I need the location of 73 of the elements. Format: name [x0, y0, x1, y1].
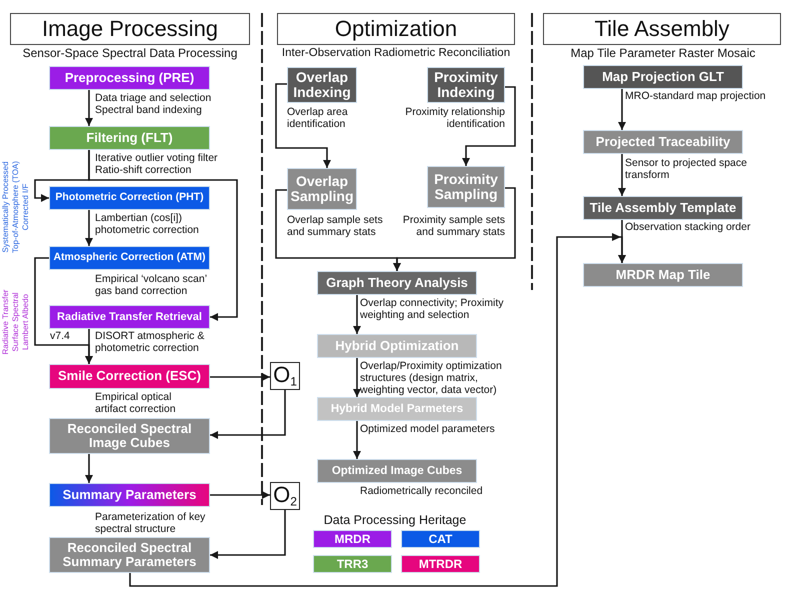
process-box: Proximity Sampling	[427, 166, 505, 208]
column-header: Image Processing	[10, 13, 250, 45]
arrow	[210, 373, 270, 381]
process-box: Reconciled Spectral Image Cubes	[49, 418, 210, 454]
process-box: Radiative Transfer Retrieval	[49, 305, 210, 329]
arrow	[393, 187, 516, 271]
process-box: MRDR Map Tile	[583, 263, 743, 287]
process-box: Filtering (FLT)	[49, 126, 210, 150]
arrow	[210, 491, 270, 499]
process-box: Overlap Sampling	[287, 168, 357, 210]
edge-label: Optimized model parameters	[360, 424, 496, 436]
arrow	[353, 421, 361, 459]
side-label: Radiative Transfer Surface Spectral Lambert Albedo	[1, 288, 31, 356]
arrow	[85, 90, 93, 126]
arrow	[210, 510, 286, 559]
edge-label: Sensor to projected space transform	[625, 158, 748, 182]
arrow	[275, 83, 331, 168]
process-box: Projected Traceability	[583, 130, 743, 154]
process-note: v7.4	[50, 331, 71, 343]
process-note: Radiometrically reconciled	[360, 486, 484, 498]
arrow	[618, 220, 626, 263]
edge-label: Overlap/Proximity optimization structures (design matrix, weighting vector, data vector)	[360, 361, 503, 396]
process-box: Hybrid Model Parmeters	[317, 397, 477, 421]
legend-title: Data Processing Heritage	[322, 512, 468, 528]
process-box: Graph Theory Analysis	[317, 271, 477, 295]
process-note: Parameterization of key spectral structure	[95, 512, 206, 536]
arrow	[85, 210, 93, 246]
edge-label: Overlap connectivity; Proximity weighting and selection	[360, 298, 505, 322]
column-subtitle: Sensor-Space Spectral Data Processing	[22, 47, 238, 60]
column-subtitle: Inter-Observation Radiometric Reconciliation	[280, 47, 512, 60]
legend-item: TRR3	[313, 555, 392, 573]
edge-label: Proximity relationship identification	[404, 107, 505, 130]
process-box: Preprocessing (PRE)	[49, 66, 210, 90]
process-box: Map Projection GLT	[583, 65, 743, 89]
edge-label: Observation stacking order	[625, 222, 752, 234]
edge-label: Lambertian (cos[i]) photometric correction	[95, 213, 200, 236]
edge-label: Iterative outlier voting filter Ratio-shift correction	[95, 153, 219, 176]
legend-item: MTRDR	[401, 555, 480, 573]
edge-label: Data triage and selection Spectral band indexing	[95, 93, 212, 116]
operator-box: O$_{1}$	[270, 362, 300, 390]
side-label: Systematically Processed Top-of-Atmosphere (TOA) Corrected I/F	[1, 160, 31, 255]
arrow	[88, 150, 238, 321]
legend-item: MRDR	[313, 530, 392, 548]
process-box: Optimized Image Cubes	[317, 459, 477, 483]
process-box: Reconciled Spectral Summary Parameters	[49, 537, 210, 573]
arrow	[353, 358, 361, 397]
column-header: Tile Assembly	[543, 13, 781, 45]
arrow	[210, 390, 286, 439]
process-box: Hybrid Optimization	[317, 334, 477, 358]
process-box: Smile Correction (ESC)	[49, 364, 210, 389]
operator-box: O$_{2}$	[270, 482, 300, 510]
arrow	[462, 86, 516, 166]
arrow	[353, 295, 361, 334]
process-note: Empirical ‘volcano scan’ gas band correction	[95, 274, 208, 298]
edge-label: MRO-standard map projection	[625, 91, 767, 103]
arrow	[618, 89, 626, 130]
process-note: Empirical optical artifact correction	[95, 392, 177, 416]
edge-label: Overlap area identification	[287, 107, 349, 130]
process-box: Atmospheric Correction (ATM)	[49, 246, 210, 270]
column-header: Optimization	[277, 13, 515, 45]
arrow	[85, 329, 93, 364]
process-box: Tile Assembly Template	[583, 196, 743, 220]
process-box: Proximity Indexing	[427, 67, 505, 103]
process-box: Overlap Indexing	[287, 67, 357, 103]
arrow	[618, 154, 626, 196]
column-subtitle: Map Tile Parameter Raster Mosaic	[570, 47, 756, 60]
process-box: Photometric Correction (PHT)	[49, 186, 210, 210]
arrow	[85, 454, 93, 483]
edge-label: DISORT atmospheric & photometric correction	[95, 331, 206, 354]
legend-item: CAT	[401, 530, 480, 548]
process-box: Summary Parameters	[49, 483, 210, 507]
edge-label: Overlap sample sets and summary stats	[287, 215, 384, 238]
edge-label: Proximity sample sets and summary stats	[402, 215, 505, 238]
